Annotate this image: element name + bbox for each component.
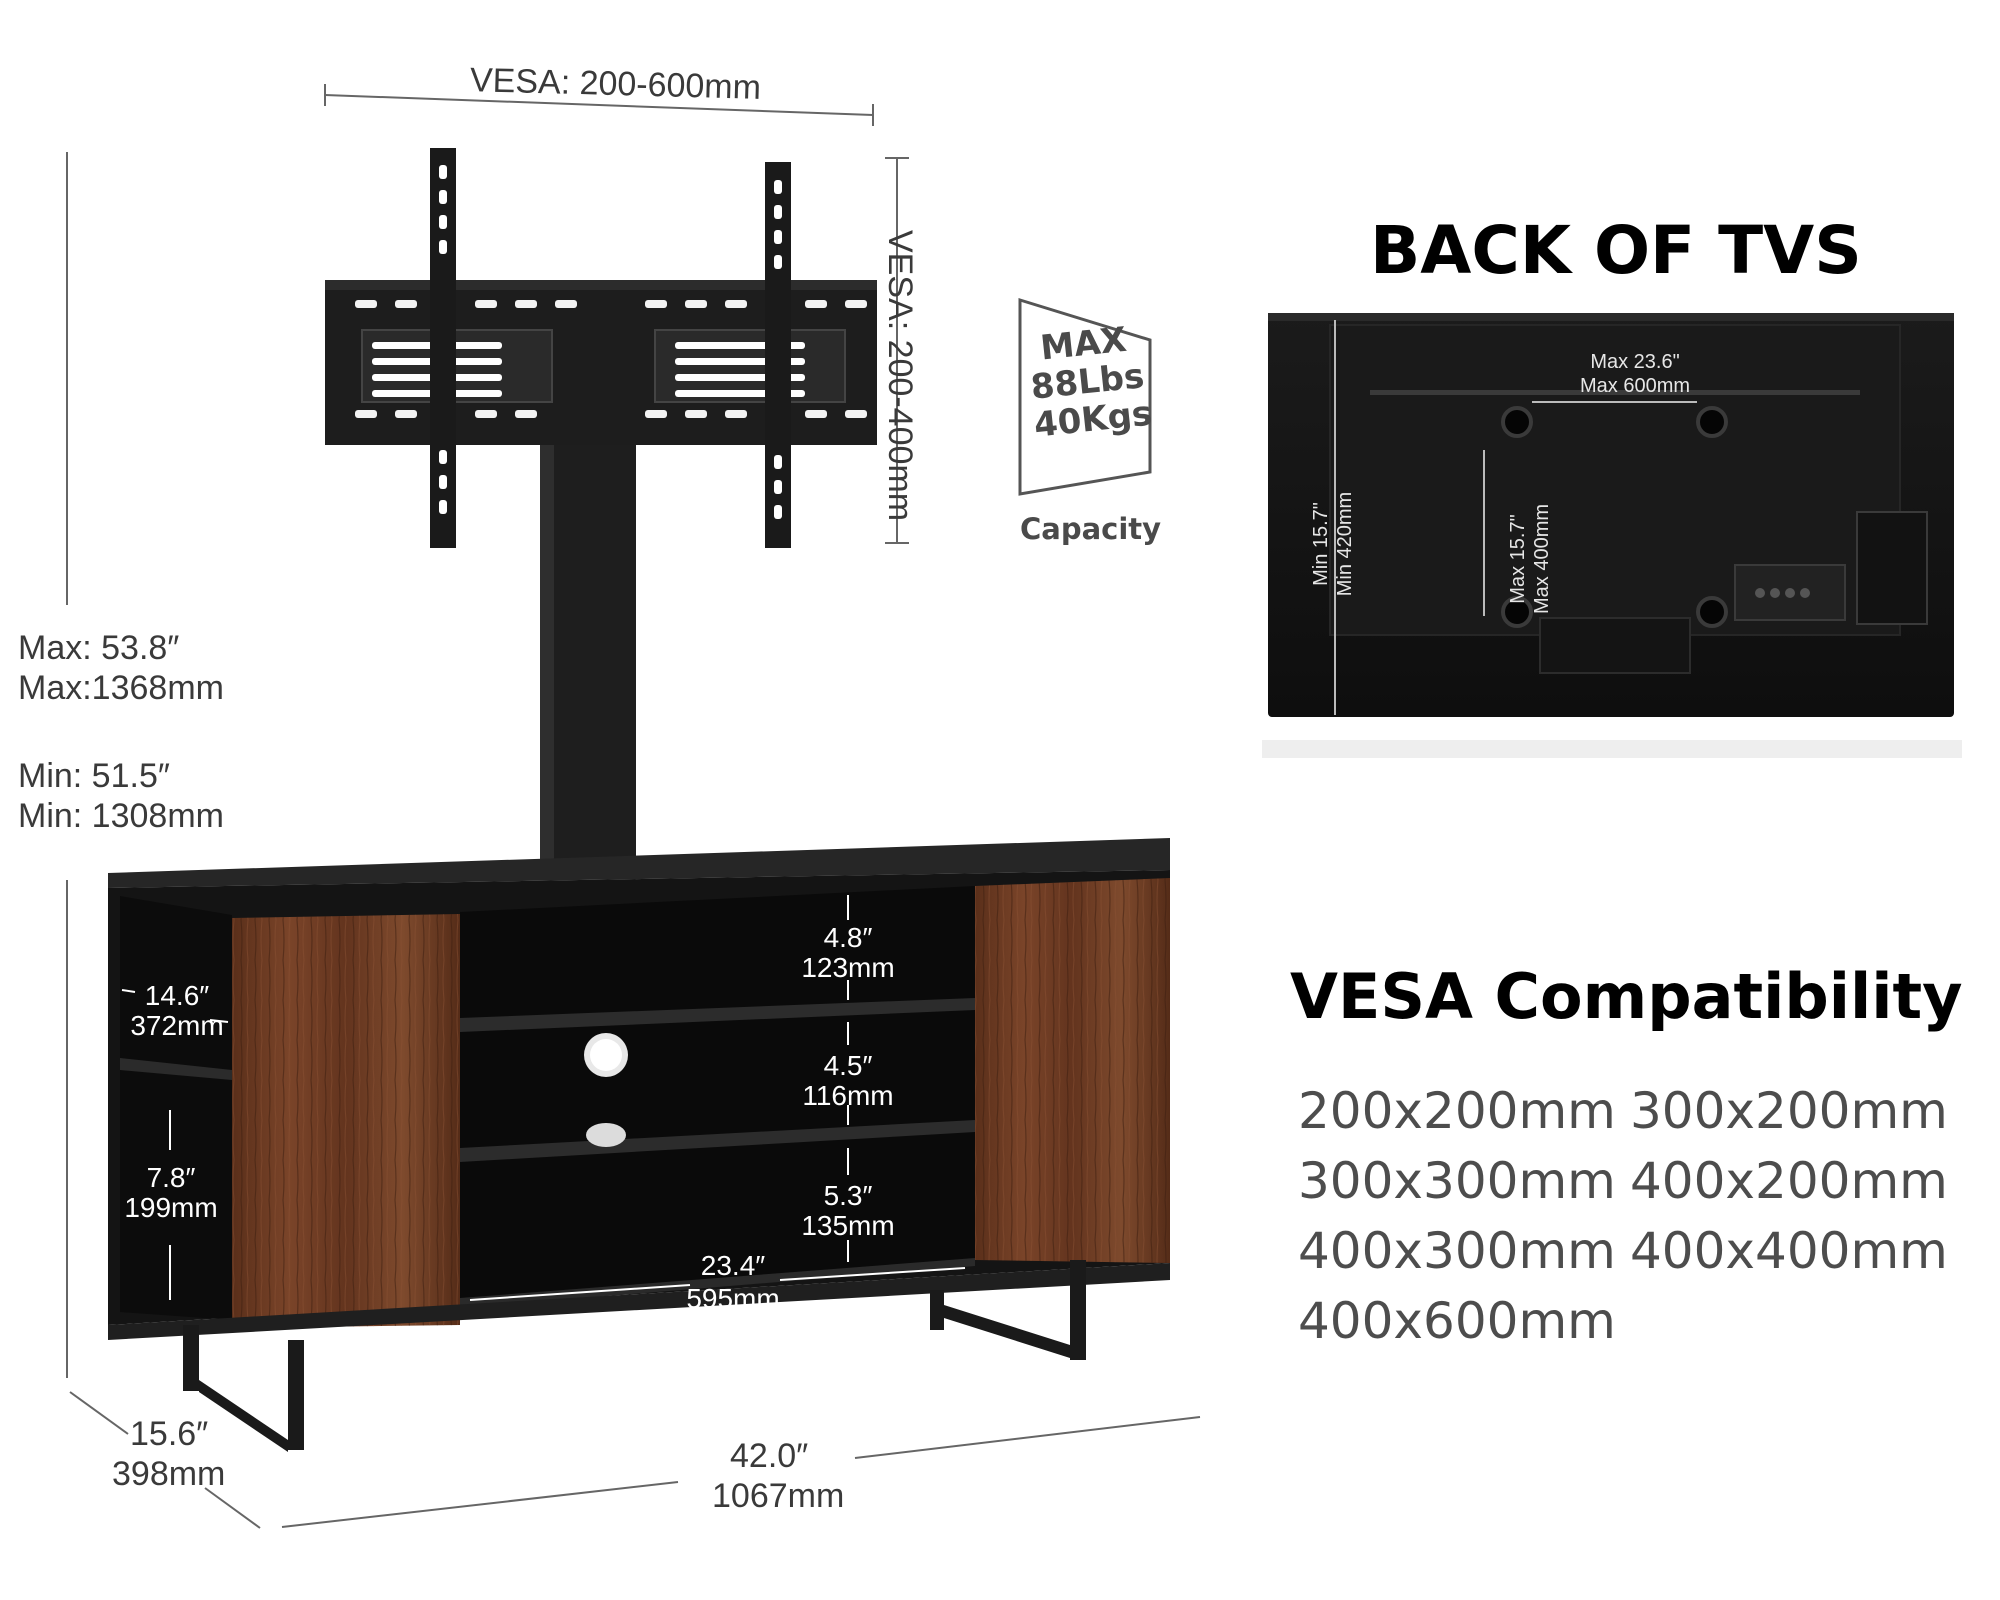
back-of-tvs-title: BACK OF TVS bbox=[1370, 212, 1862, 289]
height-min-in-label: Min: 51.5″ bbox=[18, 757, 170, 795]
capacity-label: Capacity bbox=[1020, 512, 1162, 546]
shelf3-in-label: 5.3″ bbox=[823, 1180, 873, 1211]
side-lower-mm-label: 199mm bbox=[124, 1192, 218, 1223]
depth-mm-label: 398mm bbox=[112, 1455, 226, 1493]
capacity-badge: MAX 88Lbs 40Kgs bbox=[1024, 319, 1154, 446]
height-min-mm-label: Min: 1308mm bbox=[18, 797, 224, 835]
depth-in-label: 15.6″ bbox=[130, 1415, 209, 1453]
vesa-height-label: VESA: 200-400mm bbox=[881, 230, 919, 522]
tv-max-width-label: Max 23.6" Max 600mm bbox=[1540, 350, 1730, 398]
side-upper-in-label: 14.6″ bbox=[144, 980, 210, 1011]
vesa-item: 400x300mm bbox=[1298, 1222, 1616, 1280]
shelf1-mm-label: 123mm bbox=[801, 952, 895, 983]
tv-back-illustration bbox=[1262, 313, 1962, 758]
vesa-item: 200x200mm bbox=[1298, 1082, 1616, 1140]
capacity-badge-outline bbox=[1018, 297, 1152, 496]
inner-width-in-label: 23.4″ bbox=[700, 1250, 766, 1281]
shelf2-in-label: 4.5″ bbox=[823, 1050, 873, 1081]
tv-min-height-label: Min 15.7" Min 420mm bbox=[1309, 449, 1357, 639]
cabinet-legs bbox=[183, 1260, 1086, 1452]
depth-dimension bbox=[69, 1391, 261, 1529]
shelf3-mm-label: 135mm bbox=[801, 1210, 895, 1241]
tv-max-height-in: Max 15.7" bbox=[1507, 514, 1529, 604]
width-mm-label: 1067mm bbox=[712, 1477, 845, 1515]
stand-pole bbox=[540, 445, 636, 863]
shelf2-mm-label: 116mm bbox=[802, 1080, 894, 1111]
shelf1-in-label: 4.8″ bbox=[823, 922, 873, 953]
vesa-width-label: VESA: 200-600mm bbox=[469, 61, 762, 107]
vesa-compat-title: VESA Compatibility bbox=[1290, 960, 1963, 1033]
tv-min-height-in: Min 15.7" bbox=[1310, 502, 1332, 586]
side-lower-in-label: 7.8″ bbox=[146, 1162, 196, 1193]
tv-max-width-mm: Max 600mm bbox=[1579, 375, 1691, 397]
tv-max-height-label: Max 15.7" Max 400mm bbox=[1506, 464, 1554, 654]
inner-width-mm-label: 595mm bbox=[686, 1283, 780, 1314]
width-dimension bbox=[281, 1416, 1201, 1528]
vesa-item: 300x200mm bbox=[1630, 1082, 1948, 1140]
vesa-item: 400x600mm bbox=[1298, 1292, 1616, 1350]
height-max-in-label: Max: 53.8″ bbox=[18, 629, 180, 667]
vesa-item: 300x300mm bbox=[1298, 1152, 1616, 1210]
height-max-mm-label: Max:1368mm bbox=[18, 669, 224, 707]
tv-min-height-mm: Min 420mm bbox=[1334, 491, 1356, 597]
shelf-measure-lines bbox=[121, 895, 966, 1301]
tv-mount-bracket bbox=[325, 148, 877, 548]
vesa-width-dimension bbox=[324, 84, 874, 126]
vesa-item: 400x400mm bbox=[1630, 1222, 1948, 1280]
vesa-height-dimension bbox=[885, 157, 909, 544]
side-upper-mm-label: 372mm bbox=[130, 1010, 224, 1041]
tv-max-width-in: Max 23.6" bbox=[1590, 351, 1680, 373]
tv-max-height-mm: Max 400mm bbox=[1531, 503, 1553, 615]
vesa-item: 400x200mm bbox=[1630, 1152, 1948, 1210]
width-in-label: 42.0″ bbox=[730, 1437, 809, 1475]
cabinet bbox=[108, 838, 1170, 1340]
